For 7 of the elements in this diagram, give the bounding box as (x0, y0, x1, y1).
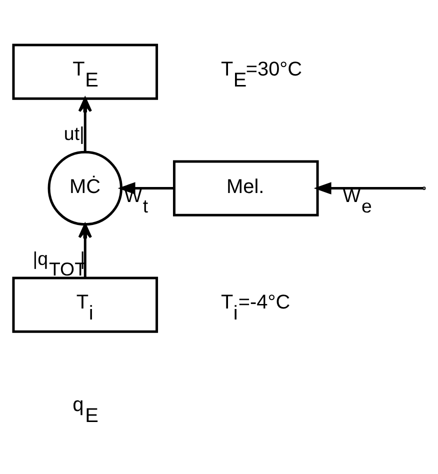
arrow (314, 182, 424, 194)
arrow (78, 223, 92, 278)
arrow (118, 182, 174, 194)
node-box: Mel. (172, 160, 319, 216)
edge-label: ut| (64, 122, 84, 144)
arrow (78, 96, 92, 152)
node-circle: MĊ (48, 150, 122, 226)
